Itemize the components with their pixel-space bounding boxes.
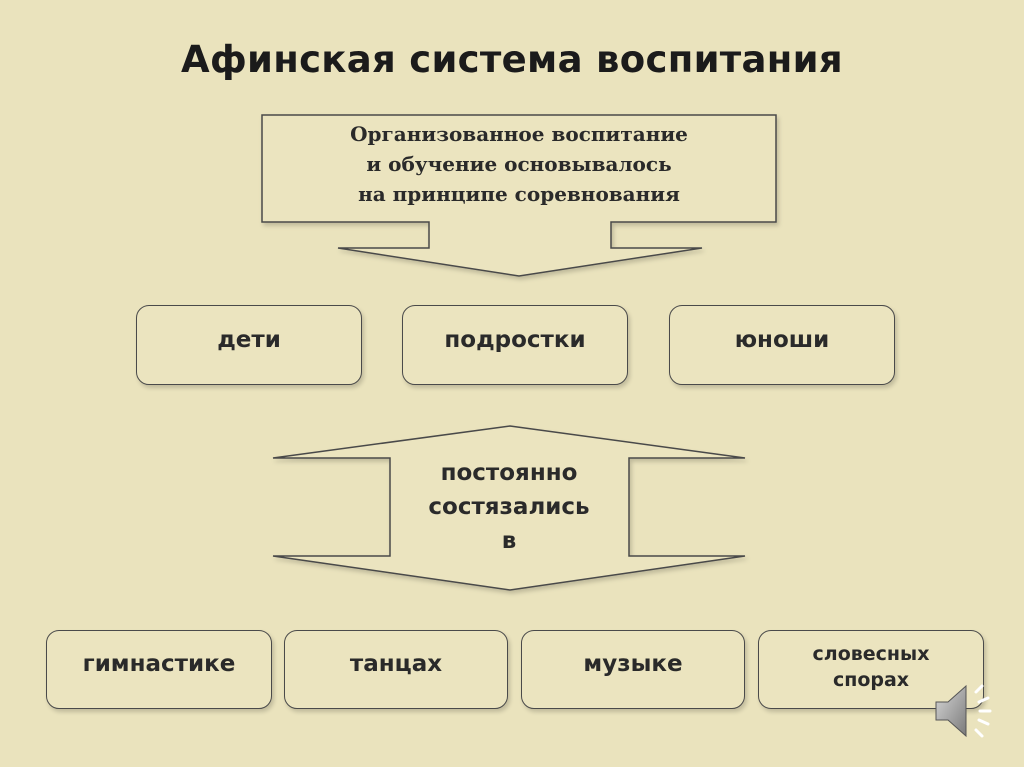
group-label: дети [217, 327, 281, 353]
speaker-icon[interactable] [932, 680, 1002, 742]
page-title: Афинская система воспитания [181, 38, 843, 81]
callout-down-arrow-shape [261, 114, 777, 277]
activity-label: танцах [349, 650, 443, 677]
activity-label-line: словесных [812, 642, 930, 665]
connector-line: в [501, 528, 517, 554]
connector-line: состязались [428, 494, 590, 520]
up-down-arrow-shape [272, 425, 746, 591]
activity-label: гимнастике [82, 650, 236, 677]
activity-box-dance: танцах [284, 630, 508, 709]
group-label: подростки [444, 327, 586, 353]
group-box-children: дети [136, 305, 362, 385]
callout-line: Организованное воспитание [350, 122, 688, 146]
callout-line: и обучение основывалось [366, 152, 672, 176]
activity-box-gymnastics: гимнастике [46, 630, 272, 709]
group-box-teens: подростки [402, 305, 628, 385]
activity-box-music: музыке [521, 630, 745, 709]
callout-line: на принципе соревнования [358, 182, 680, 206]
callout-text: Организованное воспитание и обучение осн… [262, 119, 776, 209]
group-box-youths: юноши [669, 305, 895, 385]
activity-box-debates: словесных спорах [758, 630, 984, 709]
group-label: юноши [734, 327, 830, 353]
connector-text: постоянно состязались в [390, 456, 628, 558]
activity-label: музыке [583, 650, 683, 677]
connector-line: постоянно [440, 460, 578, 486]
activity-label-line: спорах [832, 668, 910, 691]
